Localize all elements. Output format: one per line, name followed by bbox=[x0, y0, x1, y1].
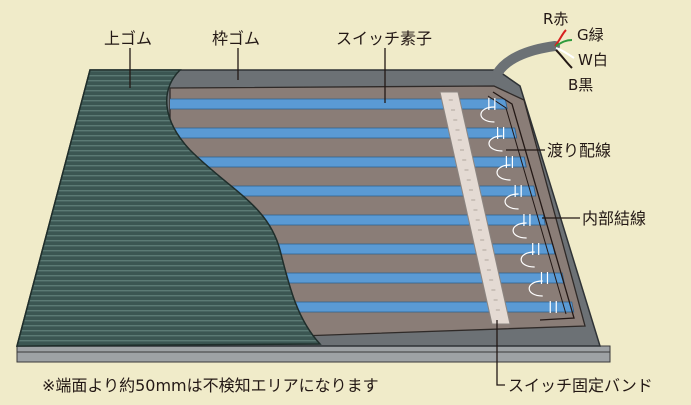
jumper-loop bbox=[528, 280, 543, 297]
label-internal-wiring: 内部結線 bbox=[582, 209, 646, 228]
fixing-band-ticks bbox=[448, 99, 500, 311]
switch-connector bbox=[514, 185, 522, 197]
switch-strip bbox=[170, 98, 508, 110]
note-non-detection-area: ※端面より約50mmは不検知エリアになります bbox=[42, 376, 379, 395]
jumper-loop bbox=[512, 222, 527, 239]
switch-connector bbox=[540, 272, 549, 284]
internal-wiring-line-2 bbox=[487, 95, 567, 315]
wire-white-icon bbox=[555, 47, 575, 59]
switch-fixing-band bbox=[439, 91, 511, 325]
label-wire-g: G緑 bbox=[577, 26, 604, 44]
jumper-loop bbox=[504, 193, 519, 210]
label-switch-element: スイッチ素子 bbox=[336, 29, 432, 48]
wire-red-icon bbox=[554, 29, 567, 47]
switch-strip bbox=[170, 185, 537, 197]
wire-black-icon bbox=[555, 49, 573, 69]
switch-strip bbox=[170, 127, 518, 139]
label-fixing-band: スイッチ固定バンド bbox=[508, 376, 653, 395]
label-wire-r: R赤 bbox=[543, 10, 568, 28]
top-rubber bbox=[16, 69, 322, 347]
mat-base-layer bbox=[16, 345, 611, 363]
label-wire-b: B黒 bbox=[568, 76, 593, 94]
switch-connector bbox=[532, 243, 540, 255]
wire-green-icon bbox=[555, 39, 573, 47]
cable-icon bbox=[492, 41, 560, 79]
jumper-loop bbox=[488, 135, 503, 152]
switch-connector bbox=[549, 301, 557, 313]
jumper-loop bbox=[480, 106, 495, 123]
label-wire-w: W白 bbox=[578, 51, 608, 69]
switch-strip bbox=[170, 156, 527, 168]
switch-connector bbox=[523, 214, 531, 226]
switch-connectors bbox=[480, 98, 557, 313]
label-frame-rubber: 枠ゴム bbox=[212, 29, 260, 48]
switch-connector bbox=[505, 156, 513, 168]
jumper-loop bbox=[520, 251, 535, 268]
leader-fixing-band bbox=[496, 320, 505, 386]
internal-wiring-line bbox=[492, 91, 575, 321]
jumper-loop bbox=[496, 164, 511, 181]
label-jumper-wiring: 渡り配線 bbox=[547, 141, 611, 160]
label-top-rubber: 上ゴム bbox=[104, 29, 152, 48]
